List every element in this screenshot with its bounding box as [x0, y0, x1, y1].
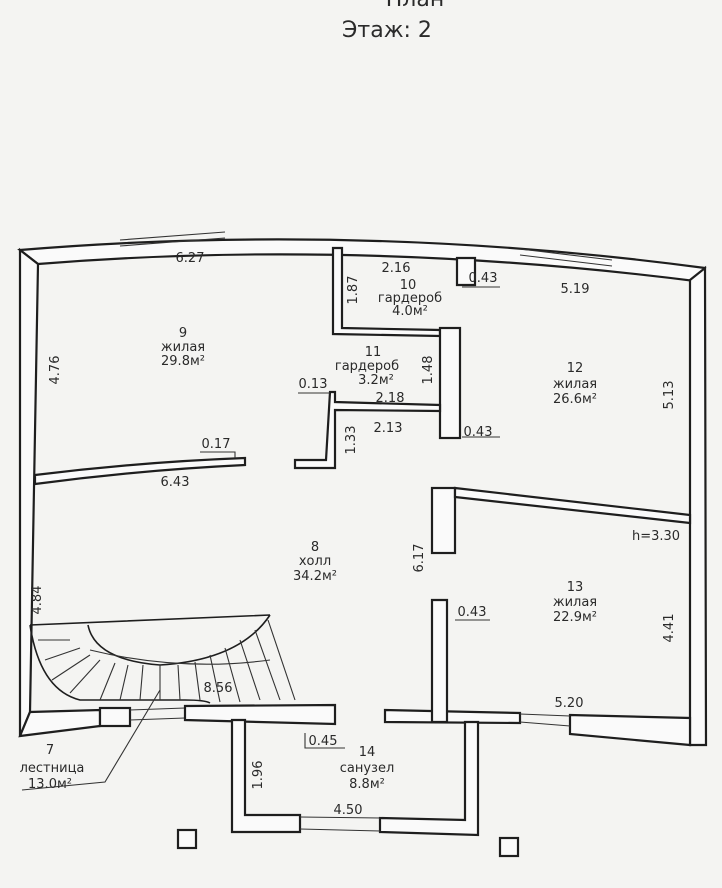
- wall-bottom-right: [568, 713, 692, 747]
- window: [299, 816, 381, 832]
- window: [129, 707, 186, 721]
- room-number: 10: [400, 278, 417, 293]
- wall-wardrobe-right: [438, 326, 462, 440]
- room-name: жилая: [553, 377, 597, 392]
- wall-room13-left: [430, 598, 449, 724]
- room-number: 12: [567, 361, 584, 376]
- wall-bottom-mid: [383, 708, 522, 725]
- room-name: холл: [299, 554, 331, 569]
- room-number: 11: [365, 345, 382, 360]
- dimension-label: 6.27: [176, 251, 205, 266]
- wall-room12-13: [453, 486, 692, 525]
- dimension-label: 0.45: [309, 734, 338, 749]
- outer-wall-right: [688, 265, 708, 747]
- dimension-label: 0.17: [202, 437, 231, 452]
- room-name: санузел: [340, 761, 395, 776]
- dimension-label: 5.20: [555, 696, 584, 711]
- dimension-label: 0.13: [299, 377, 328, 392]
- dimension-label: 8.56: [204, 681, 233, 696]
- wall-wardrobe-11: [293, 390, 442, 470]
- room-number: 14: [359, 745, 376, 760]
- room-9-label: 9 жилая 29.8м²: [161, 326, 205, 369]
- dimension-label: 6.17: [412, 544, 427, 573]
- room-area: 22.9м²: [553, 610, 597, 625]
- dimension-label: 2.18: [376, 391, 405, 406]
- window: [119, 231, 226, 247]
- room-name: гардероб: [335, 359, 399, 374]
- room-7-label: 7 лестница 13.0м²: [20, 743, 85, 792]
- room-area: 3.2м²: [358, 373, 394, 388]
- outer-wall-left: [18, 247, 40, 737]
- walls: [17, 231, 708, 858]
- room-name: гардероб: [378, 291, 442, 306]
- room-number: 7: [46, 743, 54, 758]
- wall-pier: [98, 706, 132, 728]
- stair-leader: [21, 689, 161, 791]
- dimension-leaders: [298, 286, 500, 749]
- room-area: 26.6м²: [553, 392, 597, 407]
- staircase: [21, 614, 296, 791]
- dimension-label: 4.84: [30, 586, 45, 615]
- room-area: 8.8м²: [349, 777, 385, 792]
- dimension-label: 0.43: [469, 271, 498, 286]
- room-number: 9: [179, 326, 187, 341]
- wall-room9-hall: [33, 456, 247, 486]
- window: [519, 713, 571, 727]
- ceiling-height-label: h=3.30: [632, 529, 680, 544]
- dimension-label: 2.16: [382, 261, 411, 276]
- room-name: лестница: [20, 761, 85, 776]
- room-13-label: 13 жилая 22.9м²: [553, 580, 597, 625]
- dimension-label: 4.76: [48, 356, 63, 385]
- dimension-label: 0.43: [464, 425, 493, 440]
- plan-title-partial: План: [386, 0, 444, 12]
- room-14-label: 14 санузел 8.8м²: [340, 745, 395, 792]
- dimension-leader: [200, 451, 236, 458]
- wall-bottom-left: [18, 708, 102, 738]
- room-number: 13: [567, 580, 584, 595]
- window: [519, 248, 613, 267]
- room-11-label: 11 гардероб 3.2м²: [335, 345, 399, 388]
- room-8-label: 8 холл 34.2м²: [293, 540, 337, 584]
- room-12-label: 12 жилая 26.6м²: [553, 361, 597, 407]
- dimension-label: 1.48: [421, 356, 436, 385]
- column: [498, 836, 520, 858]
- dimension-label: 1.87: [346, 276, 361, 305]
- room-area: 34.2м²: [293, 569, 337, 584]
- room-number: 8: [311, 540, 319, 555]
- dimension-label: 0.43: [458, 605, 487, 620]
- wall-pier-room13: [430, 486, 457, 555]
- dimension-label: 4.50: [334, 803, 363, 818]
- room-area: 29.8м²: [161, 354, 205, 369]
- room-10-label: 10 гардероб 4.0м²: [378, 278, 442, 319]
- bathroom-wall-right: [378, 720, 480, 837]
- room-area: 13.0м²: [28, 777, 72, 792]
- floor-label: Этаж: 2: [342, 18, 432, 43]
- dimensions: 6.27 2.16 1.87 0.43 5.19 4.76 1.48 0.13 …: [30, 251, 680, 818]
- bathroom-wall-left: [230, 718, 302, 834]
- room-name: жилая: [553, 595, 597, 610]
- dimension-label: 1.96: [251, 761, 266, 790]
- dimension-label: 6.43: [161, 475, 190, 490]
- room-name: жилая: [161, 340, 205, 355]
- dimension-label: 4.41: [662, 614, 677, 643]
- dimension-label: 5.13: [662, 381, 677, 410]
- dimension-label: 1.33: [344, 426, 359, 455]
- wall-notch: [455, 256, 477, 287]
- wall-stair-landing: [183, 703, 337, 726]
- dimension-label: 2.13: [374, 421, 403, 436]
- room-area: 4.0м²: [392, 304, 428, 319]
- column: [176, 828, 198, 850]
- dimension-label: 5.19: [561, 282, 590, 297]
